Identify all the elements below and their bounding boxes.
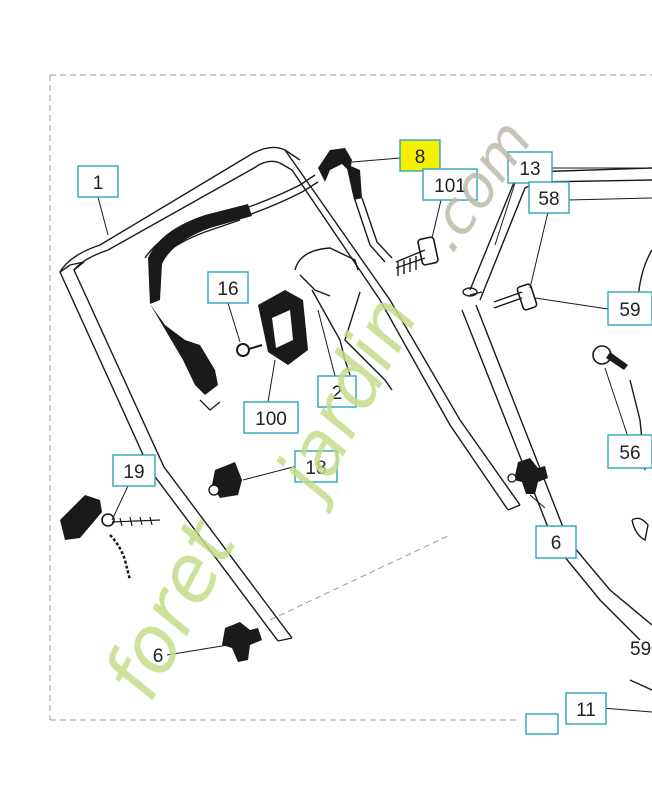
lever-bracket (150, 304, 221, 411)
callout-label: 16 (217, 279, 238, 300)
callout-label: 2 (332, 383, 343, 404)
callout-1: 1 (77, 165, 119, 198)
bolt-59 (493, 283, 538, 311)
cable-clip (236, 290, 308, 365)
callout-18: 18 (294, 450, 338, 483)
callout-58: 58 (528, 181, 570, 214)
spring-wire (294, 247, 393, 391)
right-handle-tube (461, 167, 652, 641)
callout-19: 19 (112, 454, 156, 487)
brake-lever (354, 197, 393, 263)
callout-label: 56 (619, 443, 640, 464)
callout-label: 19 (123, 462, 144, 483)
callout-label: 1 (93, 173, 104, 194)
bolt-101 (395, 236, 439, 276)
callout-label: 59 (619, 300, 640, 321)
callout-101: 101 (422, 168, 478, 201)
callout-partial (525, 713, 559, 735)
callout-2: 2 (317, 375, 357, 408)
main-handle (59, 146, 521, 642)
knob-19 (60, 495, 161, 581)
callout-100: 100 (243, 401, 299, 434)
callout-label: 8 (415, 147, 426, 168)
callout-11: 11 (565, 692, 607, 725)
callout-6: 6 (535, 525, 577, 559)
callout-label: 11 (576, 700, 596, 721)
callout-16: 16 (207, 271, 249, 304)
leader-lines (97, 157, 652, 713)
bolt-56 (592, 345, 628, 370)
watermark: foret jardin .com (87, 107, 545, 713)
callout-56: 56 (607, 434, 652, 469)
callout-label: 100 (255, 409, 287, 430)
assembly-frame (49, 74, 652, 721)
callout-label: 101 (434, 176, 466, 197)
callout-8: 8 (399, 139, 441, 172)
plain-label-59: 59 (630, 639, 651, 660)
callout-label: 18 (305, 458, 326, 479)
callout-label: 6 (551, 533, 562, 554)
handle-grip (148, 148, 362, 304)
plain-label-6: 6 (153, 646, 164, 667)
wing-knob-right (507, 458, 548, 494)
wing-knob-left (222, 622, 262, 662)
callout-label: 13 (519, 159, 540, 180)
callout-label: 58 (538, 189, 559, 210)
callout-59: 59 (607, 291, 652, 326)
knob-18 (208, 462, 242, 498)
